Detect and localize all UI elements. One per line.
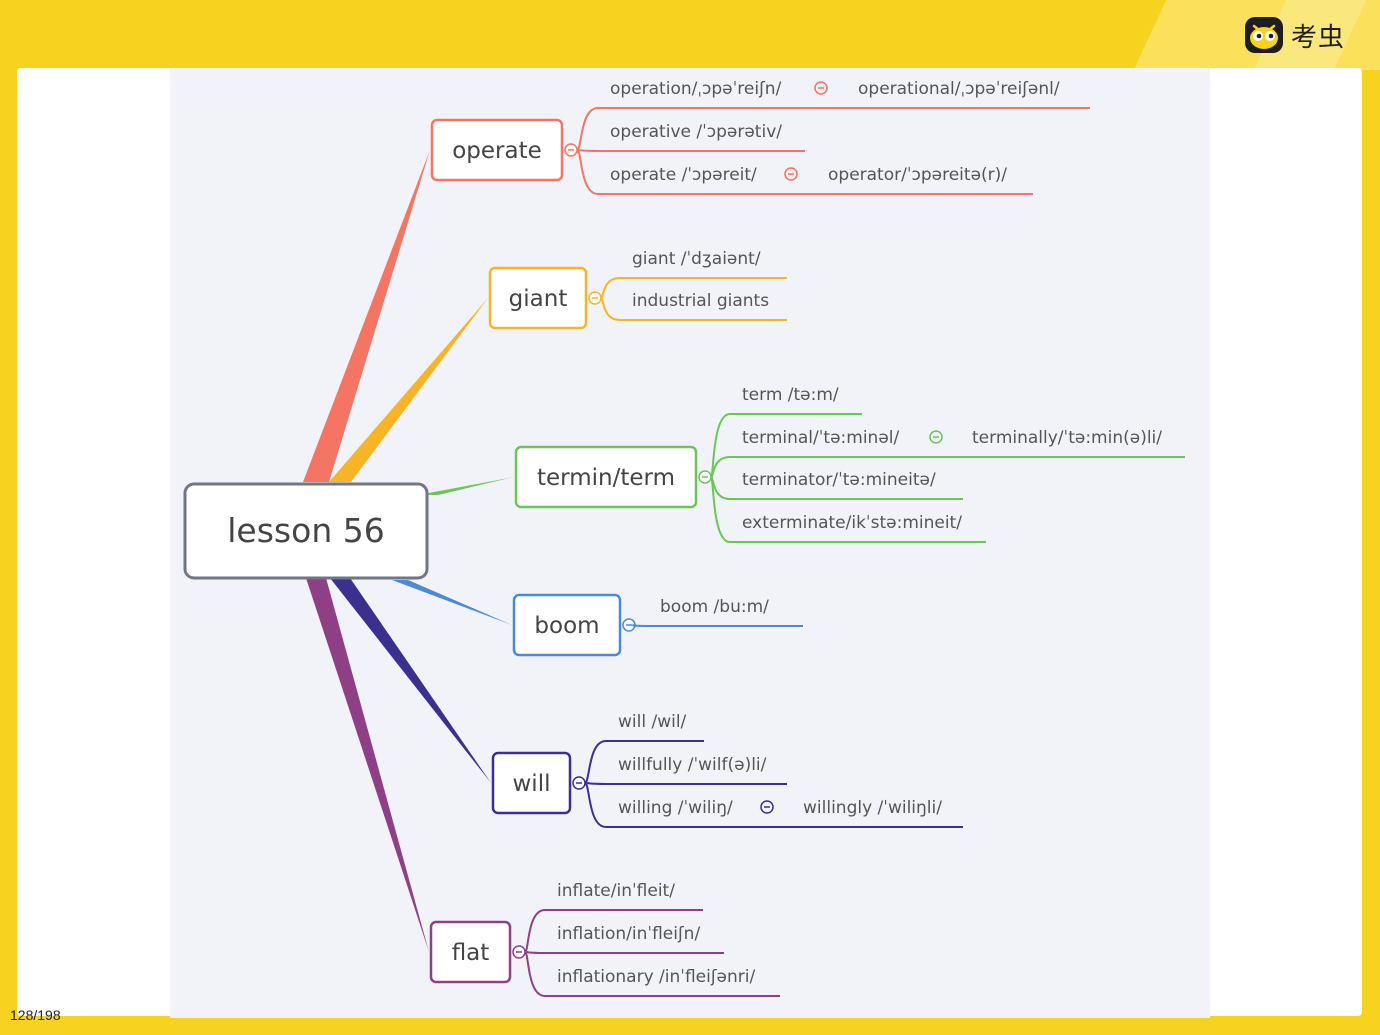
leaf-item[interactable]: willfully /ˈwilf(ə)li/ (618, 755, 767, 775)
brand-logo: 考虫 (1245, 16, 1345, 54)
leaf-label-child: terminally/ˈtə:min(ə)li/ (972, 428, 1162, 448)
leaf-label: inflation/inˈfleiʃn/ (557, 924, 700, 944)
leaf-label: operative /ˈɔpərətiv/ (610, 122, 782, 142)
leaf-item[interactable]: inflate/inˈfleit/ (557, 881, 675, 901)
leaf-label: operation/ˌɔpəˈreiʃn/ (610, 79, 782, 99)
branch-connector-operate (303, 150, 430, 482)
leaf-label: terminal/ˈtə:minəl/ (742, 428, 900, 448)
leaf-connector (576, 107, 1090, 151)
collapse-toggle-icon[interactable] (814, 81, 828, 95)
root-label: lesson 56 (227, 511, 384, 550)
leaf-label: willfully /ˈwilf(ə)li/ (618, 755, 767, 775)
leaf-item[interactable]: exterminate/ikˈstə:mineit/ (742, 513, 962, 533)
root-node[interactable]: lesson 56 (183, 482, 429, 580)
leaf-label: term /tə:m/ (742, 385, 839, 405)
branch-connector-termin (418, 477, 514, 495)
branch-flat[interactable]: flat inflate/inˈfleit/inflation/inˈfleiʃn… (429, 881, 780, 997)
branch-boom[interactable]: boom boom /bu:m/ (512, 593, 803, 657)
branch-operate[interactable]: operate operation/ˌɔpəˈreiʃn/operational/… (430, 79, 1090, 195)
leaf-connector (600, 297, 787, 321)
leaf-label-child: willingly /ˈwiliŋli/ (803, 798, 942, 818)
branch-label: termin/term (537, 465, 675, 491)
leaf-item[interactable]: boom /bu:m/ (660, 597, 769, 617)
collapse-toggle-icon[interactable] (564, 143, 578, 157)
leaf-connector (710, 456, 1185, 478)
leaf-label: industrial giants (632, 291, 769, 311)
collapse-toggle-icon[interactable] (760, 800, 774, 814)
leaf-connector (584, 782, 787, 785)
leaf-label: operate /ˈɔpəreit/ (610, 165, 757, 185)
bug-face-icon (1245, 17, 1283, 53)
leaf-connector (576, 149, 1033, 195)
leaf-connector (710, 476, 986, 543)
branch-label: giant (509, 286, 568, 312)
leaf-item[interactable]: will /wil/ (618, 712, 687, 732)
leaf-connector (524, 909, 703, 953)
leaf-label: willing /ˈwiliŋ/ (618, 798, 733, 818)
leaf-connector (576, 149, 805, 152)
branch-termin[interactable]: termin/term term /tə:m/terminal/ˈtə:minəl… (514, 385, 1185, 543)
leaf-item[interactable]: inflationary /inˈfleiʃənri/ (557, 967, 756, 987)
branch-giant[interactable]: giant giant /ˈdʒaiənt/industrial giants (488, 249, 787, 330)
collapse-toggle-icon[interactable] (588, 291, 602, 305)
page-counter: 128/198 (10, 1007, 61, 1023)
leaf-connector (584, 782, 963, 828)
branch-will[interactable]: will will /wil/willfully /ˈwilf(ə)li/will… (491, 712, 963, 828)
leaf-connector (632, 624, 803, 627)
branch-connector-will (330, 578, 491, 783)
leaf-connector (584, 740, 704, 784)
leaf-item[interactable]: willing /ˈwiliŋ/willingly /ˈwiliŋli/ (618, 798, 942, 818)
branch-label: boom (534, 613, 599, 639)
branch-label: will (513, 771, 551, 797)
leaf-connector (524, 951, 724, 954)
leaf-label: inflate/inˈfleit/ (557, 881, 675, 901)
branch-connector-flat (306, 578, 429, 952)
collapse-toggle-icon[interactable] (784, 167, 798, 181)
collapse-toggle-icon[interactable] (572, 776, 586, 790)
leaf-label: terminator/ˈtə:mineitə/ (742, 470, 936, 490)
leaf-connector (600, 277, 787, 299)
leaf-item[interactable]: operative /ˈɔpərətiv/ (610, 122, 782, 142)
leaf-item[interactable]: term /tə:m/ (742, 385, 839, 405)
collapse-toggle-icon[interactable] (512, 945, 526, 959)
branch-label: operate (452, 138, 542, 164)
leaf-item[interactable]: inflation/inˈfleiʃn/ (557, 924, 700, 944)
leaf-item[interactable]: giant /ˈdʒaiənt/ (632, 249, 761, 269)
leaf-label-child: operational/ˌɔpəˈreiʃənl/ (858, 79, 1060, 99)
leaf-item[interactable]: operation/ˌɔpəˈreiʃn/operational/ˌɔpəˈre… (610, 79, 1060, 99)
leaf-label: giant /ˈdʒaiənt/ (632, 249, 761, 269)
leaf-connector (524, 951, 780, 997)
brand-name: 考虫 (1291, 22, 1346, 53)
branch-connector-giant (329, 298, 488, 482)
collapse-toggle-icon[interactable] (698, 470, 712, 484)
collapse-toggle-icon[interactable] (929, 430, 943, 444)
leaf-label: inflationary /inˈfleiʃənri/ (557, 967, 756, 987)
leaf-label: exterminate/ikˈstə:mineit/ (742, 513, 962, 533)
branch-label: flat (452, 940, 490, 966)
leaf-item[interactable]: operate /ˈɔpəreit/operator/ˈɔpəreitə(r)/ (610, 165, 1007, 185)
leaf-item[interactable]: terminal/ˈtə:minəl/terminally/ˈtə:min(ə)… (742, 428, 1162, 448)
leaf-label: will /wil/ (618, 712, 687, 732)
leaf-label: boom /bu:m/ (660, 597, 769, 617)
leaf-item[interactable]: industrial giants (632, 291, 769, 311)
leaf-item[interactable]: terminator/ˈtə:mineitə/ (742, 470, 936, 490)
branch-connector-boom (392, 580, 512, 625)
leaf-label-child: operator/ˈɔpəreitə(r)/ (828, 165, 1007, 185)
